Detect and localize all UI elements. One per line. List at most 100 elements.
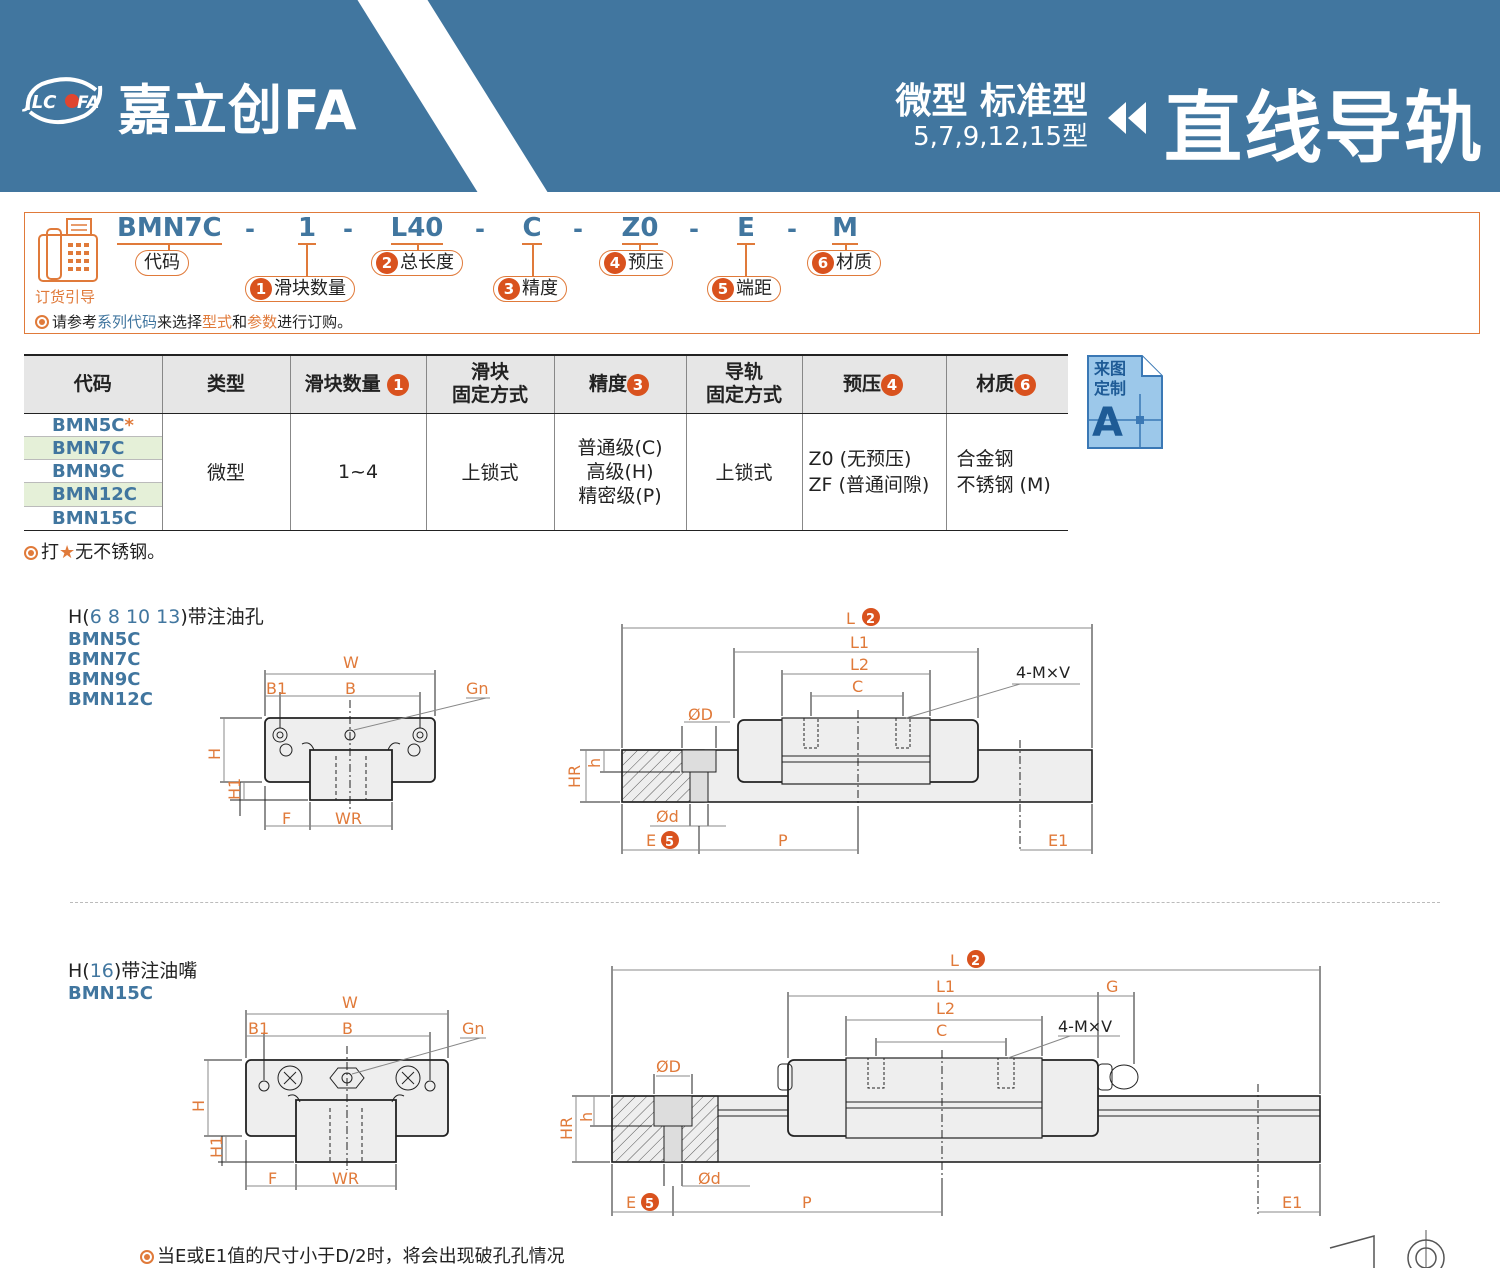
dim-E: E xyxy=(646,831,656,850)
badge-line2: 定制 xyxy=(1093,379,1126,398)
bullet-icon xyxy=(35,315,49,329)
code-dash: - xyxy=(787,215,797,243)
dim-Gn: Gn xyxy=(462,1019,485,1038)
dim-C: C xyxy=(936,1021,947,1040)
code-part-length: L40 xyxy=(390,213,444,245)
section-divider xyxy=(70,902,1440,903)
connector-line xyxy=(639,245,641,251)
code-part-precision: C xyxy=(522,213,542,245)
dim-phiD: ØD xyxy=(688,705,713,724)
header-block-fix: 滑块固定方式 xyxy=(425,354,554,414)
bullet-icon xyxy=(140,1250,154,1264)
code-row[interactable]: BMN7C xyxy=(24,436,162,461)
dim-L1: L1 xyxy=(850,633,869,652)
table-note: 打★无不锈钢。 xyxy=(24,538,165,564)
code-part-end-distance: E xyxy=(737,213,755,245)
ordering-note: 请参考系列代码来选择型式和参数进行订购。 xyxy=(35,311,352,332)
header-type: 类型 xyxy=(161,354,290,414)
section1-title: H(6 8 10 13)带注油孔 xyxy=(68,606,264,628)
dim-B1: B1 xyxy=(248,1019,269,1038)
section2-front-view: W B1 B Gn H H1 F WR xyxy=(189,993,486,1190)
dim-HR: HR xyxy=(565,765,584,788)
dim-W: W xyxy=(342,993,358,1012)
dim-B: B xyxy=(345,679,356,698)
bottom-note: 当E或E1值的尺寸小于D/2时，将会出现破孔孔情况 xyxy=(140,1242,565,1268)
code-part-material: M xyxy=(832,213,858,245)
connector-line xyxy=(532,245,534,277)
header-code: 代码 xyxy=(24,354,162,414)
svg-text:2: 2 xyxy=(971,954,980,969)
double-chevron-left-icon xyxy=(1108,102,1146,134)
dim-phid: Ød xyxy=(698,1169,721,1188)
cell-rail-fix: 上锁式 xyxy=(685,413,802,531)
projection-symbol-icon xyxy=(1329,1230,1445,1268)
code-dash: - xyxy=(475,215,485,243)
connector-line xyxy=(745,245,747,277)
dim-C: C xyxy=(852,677,863,696)
code-row[interactable]: BMN5C* xyxy=(24,414,162,437)
dim-Gn: Gn xyxy=(466,679,489,698)
dim-MV: 4-M×V xyxy=(1016,663,1070,682)
svg-text:2: 2 xyxy=(866,612,875,627)
code-dash: - xyxy=(343,215,353,243)
dim-L: L xyxy=(846,609,855,628)
connector-line xyxy=(417,245,419,251)
dim-F: F xyxy=(282,809,291,828)
phone-fax-icon xyxy=(38,218,98,282)
code-dash: - xyxy=(689,215,699,243)
svg-text:FA: FA xyxy=(77,93,100,113)
cell-type: 微型 xyxy=(161,413,290,531)
dim-F: F xyxy=(268,1169,277,1188)
logo-icon: JLC FA xyxy=(22,77,103,124)
logo-text: 嘉立创FA xyxy=(118,79,358,142)
svg-text:5: 5 xyxy=(645,1197,654,1212)
dim-phiD: ØD xyxy=(656,1057,681,1076)
code-row[interactable]: BMN9C xyxy=(24,460,162,484)
link-parameters[interactable]: 参数 xyxy=(247,313,278,331)
section1-front-view: W B1 B Gn H H1 F WR xyxy=(205,653,490,830)
dim-WR: WR xyxy=(335,809,362,828)
connector-line xyxy=(168,245,170,251)
section2-title: H(16)带注油嘴 xyxy=(68,960,198,982)
ordering-guide-label: 订货引导 xyxy=(35,288,96,306)
code-part-series: BMN7C xyxy=(117,213,222,245)
custom-drawing-badge-icon[interactable]: 来图 定制 A xyxy=(1086,354,1164,450)
caption-code: 代码 xyxy=(135,250,189,276)
dim-L: L xyxy=(950,951,959,970)
cell-precision: 普通级(C)高级(H)精密级(P) xyxy=(553,413,686,531)
header-model-list: 5,7,9,12,15型 xyxy=(913,122,1088,152)
page-title: 直线导轨 xyxy=(1164,84,1485,174)
section1-side-view: L 2 L1 L2 C 4-M×V ØD h HR Ød E 5 P E1 xyxy=(565,608,1093,854)
dim-P: P xyxy=(778,831,788,850)
code-part-block-qty: 1 xyxy=(297,213,317,245)
badge-letter: A xyxy=(1092,400,1123,446)
svg-text:JLC: JLC xyxy=(22,92,57,113)
link-type[interactable]: 型式 xyxy=(202,313,233,331)
code-list: BMN5C* BMN7C BMN9C BMN12C BMN15C xyxy=(24,413,162,531)
code-row[interactable]: BMN12C xyxy=(24,483,162,507)
section2-side-view: L 2 L1 G L2 C 4-M×V ØD h HR Ød E 5 P E1 xyxy=(557,950,1321,1216)
dim-E1: E1 xyxy=(1048,831,1068,850)
link-series-code[interactable]: 系列代码 xyxy=(97,313,158,331)
cell-block-fix: 上锁式 xyxy=(425,413,554,531)
code-part-preload: Z0 xyxy=(621,213,659,245)
page-header: JLC FA 嘉立创FA 微型 标准型 5,7,9,12,15型 直线导轨 xyxy=(0,0,1500,192)
dim-E: E xyxy=(626,1193,636,1212)
dim-H: H xyxy=(205,748,224,760)
dim-h: h xyxy=(585,758,604,768)
dim-HR: HR xyxy=(557,1117,576,1140)
dim-L1: L1 xyxy=(936,977,955,996)
dim-W: W xyxy=(343,653,359,672)
dim-MV: 4-M×V xyxy=(1058,1017,1112,1036)
section2-codes: BMN15C xyxy=(68,983,153,1004)
dim-L2: L2 xyxy=(936,999,955,1018)
dim-WR: WR xyxy=(332,1169,359,1188)
code-row[interactable]: BMN15C xyxy=(52,507,137,529)
dim-H1: H1 xyxy=(207,1136,226,1158)
